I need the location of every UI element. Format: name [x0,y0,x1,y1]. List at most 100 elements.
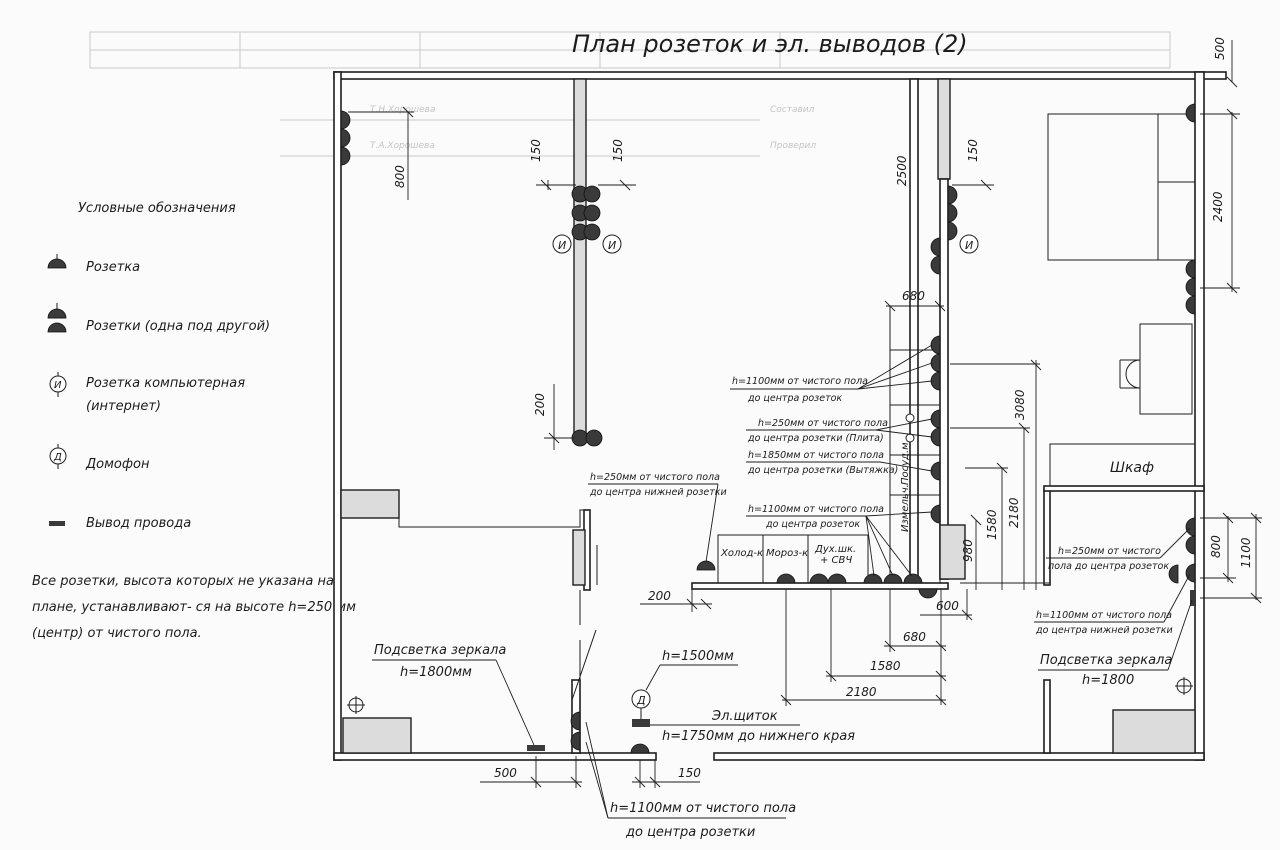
socket-icon [570,711,581,731]
svg-text:150: 150 [678,766,701,780]
furniture: Шкаф Холод-к Мороз-к Дух.шк. + СВЧ Посуд… [342,113,1196,754]
socket-icon [1185,295,1196,315]
note-hood-line1: h=1850мм от чистого пола [748,450,884,461]
note-kitchen-1100-line2: до центра розеток [747,393,842,404]
svg-text:Д: Д [53,452,62,463]
note-mirror-left-line2: h=1800мм [400,665,472,680]
annotations: h=1100мм от чистого пола до центра розет… [372,344,1193,840]
appliance-freezer: Мороз-к [766,548,808,559]
intercom-icon: Д [49,444,67,469]
socket-icon [1185,277,1196,297]
socket-icon [630,743,650,754]
socket-icon [930,427,941,447]
appliance-shredder: Измельч. [900,484,911,532]
socket-icon [930,461,941,481]
wire-output-icon [1190,590,1196,606]
socket-icon [930,237,941,257]
svg-text:600: 600 [936,599,959,613]
socket-icon [930,409,941,429]
general-note: Все розетки, высота которых не указана н… [32,574,356,641]
note-bottom-line2: до центра розетки [625,825,755,840]
socket-icon [930,255,941,275]
svg-text:И: И [558,239,566,252]
stamp-name-2: Т.А.Хорошева [370,141,435,151]
svg-text:2500: 2500 [895,155,909,186]
computer-socket-icon: И [552,234,572,254]
svg-text:150: 150 [529,139,543,162]
computer-socket-icon: И [959,234,979,254]
appliance-dishwasher: Посуд.м. [900,439,911,485]
socket-icon [696,560,716,571]
wardrobe-label: Шкаф [1110,460,1154,476]
socket-icon [947,185,958,205]
svg-text:800: 800 [393,165,407,188]
background-stamp: Составил Проверил Т.Н.Хорошева Т.А.Хорош… [89,31,1171,157]
note-counter-line2: до центра розеток [765,519,860,530]
socket-icon [863,573,883,584]
svg-text:200: 200 [648,589,671,603]
socket-icon [340,128,351,148]
dimensions: 500 800 150 150 150 2500 2400 680 [348,37,1262,788]
plan-title: План розеток и эл. выводов (2) [572,30,968,58]
socket-icon [571,429,589,447]
note-hood-line2: до центра розетки (Вытяжка) [747,465,898,476]
computer-socket-icon: И [602,234,622,254]
note-counter-line1: h=1100мм от чистого пола [748,504,884,515]
socket-icon [340,110,351,130]
legend-label-computer-2: (интернет) [86,399,161,414]
legend-label-wire: Вывод провода [86,516,191,531]
computer-socket-icon: И [49,372,67,397]
socket-icon [930,335,941,355]
svg-text:2400: 2400 [1211,191,1225,222]
svg-text:150: 150 [611,139,625,162]
svg-text:500: 500 [494,766,517,780]
svg-text:500: 500 [1213,37,1227,60]
socket-icon [883,573,903,584]
socket-icon [947,221,958,241]
appliance-fridge: Холод-к [720,548,763,559]
svg-text:И: И [608,239,616,252]
socket-icon [930,371,941,391]
note-panel-line1: Эл.щиток [711,709,778,724]
svg-text:Все розетки, высота которых не: Все розетки, высота которых не указана н… [32,574,334,589]
svg-text:200: 200 [533,393,547,416]
svg-text:2180: 2180 [1007,497,1021,528]
svg-text:2180: 2180 [846,685,877,699]
walls [333,71,1227,761]
svg-text:980: 980 [961,539,975,562]
svg-text:Д: Д [636,694,646,707]
note-right-1100-line1: h=1100мм от чистого пола [1036,610,1172,621]
socket-icon [1185,259,1196,279]
socket-icon [776,573,796,584]
note-mirror-left-line1: Подсветка зеркала [374,643,506,658]
legend: Условные обозначения Розетка Розетки (од… [47,201,270,531]
socket-icon [930,504,941,524]
legend-label-socket: Розетка [86,260,140,275]
vent-icon [1175,677,1193,695]
svg-text:И: И [965,239,973,252]
note-mirror-right-line2: h=1800 [1082,673,1134,688]
svg-text:(центр) от чистого пола.: (центр) от чистого пола. [32,626,202,641]
double-socket-icon [47,303,67,333]
svg-text:800: 800 [1209,535,1223,558]
legend-label-computer-1: Розетка компьютерная [86,376,245,391]
socket-icon [827,573,847,584]
socket-icon [47,254,67,269]
appliance-oven-1: Дух.шк. [814,544,856,555]
wire-output-icon [527,745,545,751]
socket-icon [930,353,941,373]
svg-text:плане, устанавливают- ся на вы: плане, устанавливают- ся на высоте h=250… [32,600,356,615]
socket-icon [918,588,938,599]
note-panel-line2: h=1750мм до нижнего края [662,729,855,744]
note-stove-line1: h=250мм от чистого пола [758,418,888,429]
svg-text:1100: 1100 [1239,537,1253,568]
socket-icon [903,573,923,584]
note-mirror-right-line1: Подсветка зеркала [1040,653,1172,668]
vent-icon [347,696,365,714]
legend-label-double-socket: Розетки (одна под другой) [86,319,270,334]
sockets: И И И [340,103,1196,754]
socket-icon [809,573,829,584]
note-kitchen-1100-line1: h=1100мм от чистого пола [732,376,868,387]
socket-icon [570,731,581,751]
